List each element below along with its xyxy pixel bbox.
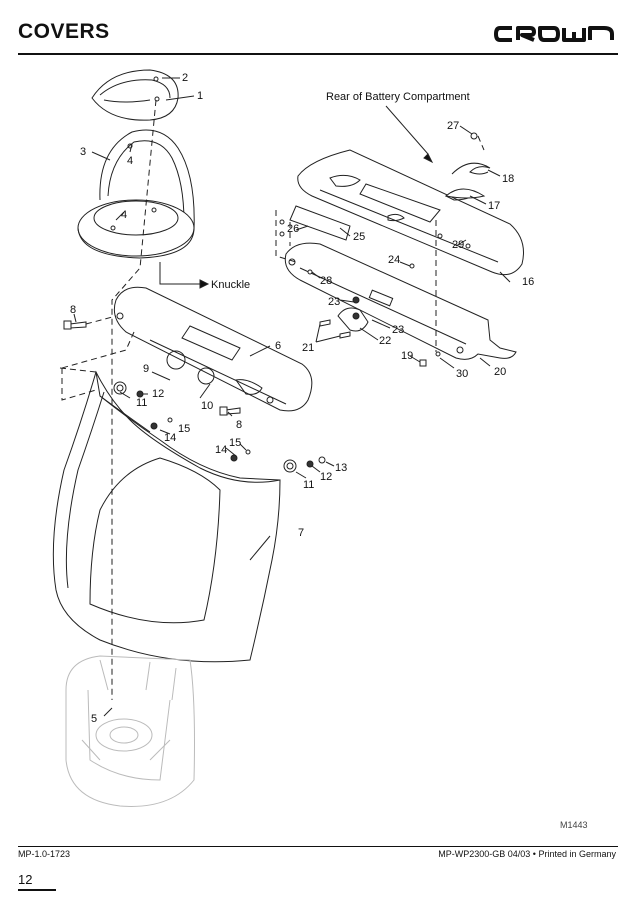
arrows (159, 153, 434, 289)
upper-shroud-part (77, 129, 195, 259)
callout-21: 21 (302, 342, 315, 354)
callout-18: 18 (502, 173, 515, 185)
callout-10: 10 (201, 400, 214, 412)
callout-26: 26 (287, 223, 300, 235)
alignment-lines (59, 99, 485, 700)
mounting-plate-part (284, 242, 517, 360)
callout-1: 1 (197, 90, 204, 102)
callout-12: 12 (152, 388, 165, 400)
knuckle-caption: Knuckle (211, 279, 251, 291)
callout-11: 11 (136, 397, 148, 409)
figure-id: M1443 (560, 820, 588, 830)
callout-25: 25 (353, 231, 366, 243)
callout-14: 14 (164, 432, 177, 444)
callout-23: 23 (392, 324, 405, 336)
callout-9: 9 (143, 363, 150, 375)
front-cover-part (52, 370, 281, 663)
truck-body-outline (65, 655, 195, 807)
callout-8: 8 (236, 419, 243, 431)
battery-cover-part (297, 149, 524, 276)
page-number-underline (18, 889, 56, 891)
callout-13: 13 (335, 462, 348, 474)
callout-28: 28 (320, 275, 333, 287)
header-rule (18, 53, 618, 55)
callout-7: 7 (298, 527, 305, 539)
callout-4: 4 (127, 155, 134, 167)
callout-23: 23 (328, 296, 341, 308)
callout-22: 22 (379, 335, 392, 347)
clip-part (337, 307, 369, 332)
spring-clip-part (451, 162, 491, 175)
page-number: 12 (18, 872, 33, 887)
latch-part (444, 188, 486, 199)
callout-20: 20 (494, 366, 507, 378)
handle-cover-part (113, 286, 313, 412)
callout-14: 14 (215, 444, 228, 456)
page-title: COVERS (18, 20, 110, 43)
callout-12: 12 (320, 471, 333, 483)
callout-29: 29 (452, 239, 465, 251)
footer-rule (18, 846, 618, 847)
callout-24: 24 (388, 254, 401, 266)
bracket-part (289, 205, 351, 241)
callout-6: 6 (275, 340, 282, 352)
callout-16: 16 (522, 276, 535, 288)
callout-11: 11 (303, 479, 315, 491)
callout-8: 8 (70, 304, 77, 316)
footer-left: MP-1.0-1723 (18, 849, 71, 859)
callout-30: 30 (456, 368, 469, 380)
callout-15: 15 (178, 423, 191, 435)
callout-3: 3 (80, 146, 87, 158)
callout-27: 27 (447, 120, 460, 132)
rear-battery-caption: Rear of Battery Compartment (326, 91, 470, 103)
callout-4: 4 (121, 209, 128, 221)
callout-17: 17 (488, 200, 501, 212)
callout-5: 5 (91, 713, 98, 725)
crown-logo (494, 26, 614, 42)
leader-lines (73, 77, 511, 717)
exploded-parts-diagram (52, 69, 524, 807)
footer-right: MP-WP2300-GB 04/03 • Printed in Germany (438, 849, 616, 859)
callout-15: 15 (229, 437, 242, 449)
fasteners (63, 132, 478, 473)
callout-19: 19 (401, 350, 414, 362)
callout-2: 2 (182, 72, 189, 84)
